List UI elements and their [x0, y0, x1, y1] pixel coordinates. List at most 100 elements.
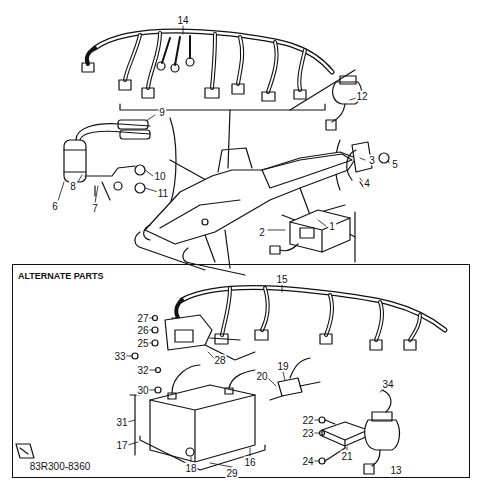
battery [225, 388, 233, 394]
callout-number: 29 [225, 468, 238, 479]
rectifier [322, 422, 368, 440]
rectifier [319, 417, 368, 464]
leader-line [360, 178, 362, 181]
leader-line [145, 170, 153, 176]
bracket-lines [120, 70, 355, 262]
ignition-coil [64, 120, 150, 200]
battery-strap [186, 448, 194, 456]
drawing-code: 83R300-8360 [29, 461, 92, 472]
wire-harness-alternate [182, 287, 445, 330]
wire-harness-alternate [320, 334, 332, 344]
leader-line [78, 175, 82, 182]
fuse-holder [270, 358, 310, 400]
ignition-coil [135, 165, 145, 175]
stop-switch [347, 150, 356, 180]
wire-harness [205, 88, 219, 98]
callout-number: 3 [368, 155, 376, 166]
callout-number: 13 [389, 465, 402, 476]
callout-number: 12 [355, 91, 368, 102]
relay-bracket [152, 340, 158, 346]
battery [172, 365, 255, 393]
ignition-coil [120, 130, 150, 139]
callout-number: 31 [115, 417, 128, 428]
rectifier [319, 417, 325, 423]
switch-12 [326, 120, 336, 130]
leader-lines [58, 26, 389, 467]
wire-harness [294, 90, 306, 99]
leader-line [283, 372, 285, 380]
switch-12 [332, 104, 345, 122]
main-switch [365, 420, 400, 450]
relay-bracket [175, 330, 193, 342]
wire-harness [186, 58, 194, 66]
lamp-icon [16, 444, 34, 458]
wire-harness [232, 84, 244, 94]
ignition-coil [135, 183, 145, 193]
callout-number: 21 [340, 451, 353, 462]
main-switch [364, 464, 374, 474]
callout-number: 26 [136, 325, 149, 336]
callout-number: 19 [276, 361, 289, 372]
callout-number: 20 [255, 371, 268, 382]
callout-number: 23 [301, 428, 314, 439]
fuse-holder [278, 378, 302, 396]
main-switch [364, 390, 399, 474]
callout-number: 33 [113, 351, 126, 362]
leader-line [268, 378, 276, 386]
wire-harness [82, 31, 332, 101]
leader-line [183, 26, 184, 34]
leader-line [314, 420, 319, 421]
callout-number: 22 [301, 415, 314, 426]
leader-line [95, 186, 98, 203]
callout-number: 9 [158, 107, 166, 118]
callout-number: 27 [136, 313, 149, 324]
leader-line [282, 285, 283, 292]
ignition-coil [85, 166, 135, 176]
leader-line [191, 457, 192, 462]
callout-number: 7 [91, 203, 99, 214]
leader-line [126, 356, 132, 357]
fuse-holder [300, 382, 320, 386]
cdi-unit [290, 210, 350, 252]
wire-harness [119, 80, 131, 90]
leader-line [360, 158, 365, 160]
battery [140, 436, 265, 470]
callout-number: 15 [275, 274, 288, 285]
callout-number: 14 [176, 15, 189, 26]
wire-harness-alternate [255, 330, 268, 340]
wire-harness [125, 33, 305, 92]
callout-number: 34 [381, 379, 394, 390]
snowmobile [183, 248, 245, 275]
main-switch [372, 412, 392, 421]
leader-line [58, 182, 64, 201]
wire-harness-alternate [222, 288, 420, 340]
snowmobile [135, 148, 356, 275]
leader-line [210, 463, 232, 467]
rectifier [322, 430, 368, 448]
leader-line [318, 220, 326, 226]
battery [168, 393, 176, 399]
callout-number: 11 [157, 188, 169, 199]
relay-bracket [132, 353, 138, 359]
leader-line [128, 442, 138, 445]
wire-harness-alternate [404, 340, 416, 350]
callout-number: 32 [136, 365, 149, 376]
ignition-coil [64, 140, 86, 182]
cdi-unit [290, 218, 350, 252]
ignition-coil [64, 150, 86, 172]
battery-strap [130, 395, 140, 455]
wire-harness [87, 48, 95, 64]
battery-strap [130, 395, 194, 456]
wire-harness-alternate [172, 287, 445, 350]
wire-harness [262, 92, 275, 101]
callout-number: 30 [136, 385, 149, 396]
wire-harness [82, 63, 94, 72]
snowmobile [160, 200, 240, 228]
callout-number: 18 [184, 463, 197, 474]
ignition-coil [76, 124, 150, 140]
relay-bracket [152, 327, 158, 333]
wire-harness-alternate [176, 300, 182, 318]
leader-line [149, 390, 155, 391]
alternate-parts-box: ALTERNATE PARTS [12, 264, 470, 478]
wire-harness-alternate [222, 288, 420, 340]
